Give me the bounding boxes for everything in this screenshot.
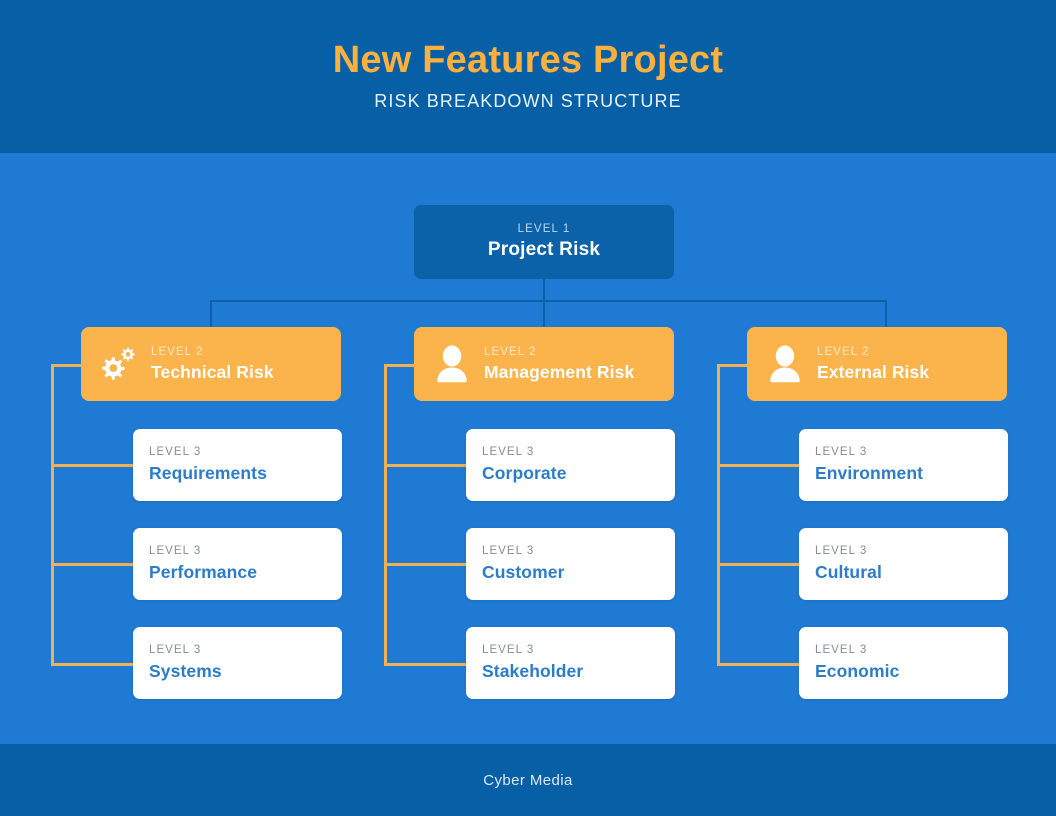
node-level3-corporate[interactable]: LEVEL 3 Corporate [466,429,675,501]
diagram-canvas: LEVEL 1 Project Risk [0,153,1056,744]
node-level3-title: Stakeholder [482,661,584,681]
node-level2-title-1: Technical Risk [151,361,274,382]
connector-col3-stub-top [717,364,749,367]
connector-col2-stub-top [384,364,416,367]
node-level3-stakeholder[interactable]: LEVEL 3 Stakeholder [466,627,675,699]
connector-root-vertical [543,279,545,301]
node-level3-title: Requirements [149,463,267,483]
node-level3-cultural[interactable]: LEVEL 3 Cultural [799,528,1008,600]
node-level3-requirements[interactable]: LEVEL 3 Requirements [133,429,342,501]
node-level3-level-label: LEVEL 3 [482,446,535,458]
node-level2-level-label-3: LEVEL 2 [817,345,870,358]
node-level3-level-label: LEVEL 3 [482,644,535,656]
node-level2-level-label-2: LEVEL 2 [484,345,537,358]
connector-branch-2-drop [543,300,545,328]
node-level2-technical-risk[interactable]: LEVEL 2 Technical Risk [81,327,341,401]
node-level1-level-label: LEVEL 1 [517,223,571,235]
node-level3-level-label: LEVEL 3 [149,644,202,656]
connector-col3-branch-2 [717,563,801,566]
connector-col1-branch-2 [51,563,135,566]
connector-col2-branch-3 [384,663,468,666]
node-level3-economic[interactable]: LEVEL 3 Economic [799,627,1008,699]
node-level3-environment[interactable]: LEVEL 3 Environment [799,429,1008,501]
node-level3-title: Economic [815,661,900,681]
node-level3-title: Customer [482,562,565,582]
poster-footer: Cyber Media [0,744,1056,816]
node-level3-title: Performance [149,562,258,582]
node-level1-project-risk[interactable]: LEVEL 1 Project Risk [414,205,674,279]
connector-root-horizontal [210,300,887,302]
connector-branch-1-drop [210,300,212,328]
node-level3-level-label: LEVEL 3 [149,545,202,557]
connector-col1-branch-1 [51,464,135,467]
node-level2-level-label-1: LEVEL 2 [151,345,204,358]
page-title: New Features Project [332,39,724,82]
node-level3-level-label: LEVEL 3 [815,446,868,458]
node-level3-performance[interactable]: LEVEL 3 Performance [133,528,342,600]
node-level3-title: Systems [149,661,222,681]
person-icon [763,342,807,386]
node-level2-title-3: External Risk [817,361,930,382]
node-level3-level-label: LEVEL 3 [815,644,868,656]
connector-col1-branch-3 [51,663,135,666]
footer-brand: Cyber Media [483,771,573,789]
gears-icon [97,342,141,386]
node-level2-management-risk[interactable]: LEVEL 2 Management Risk [414,327,674,401]
node-level2-text-block-3: LEVEL 2 External Risk [817,346,929,383]
node-level3-customer[interactable]: LEVEL 3 Customer [466,528,675,600]
node-level2-title-2: Management Risk [484,361,635,382]
node-level1-title: Project Risk [487,239,601,260]
connector-col3-branch-1 [717,464,801,467]
person-icon [430,342,474,386]
connector-col2-branch-2 [384,563,468,566]
connector-col3-vertical [717,364,720,666]
connector-col3-branch-3 [717,663,801,666]
node-level3-title: Cultural [815,562,882,582]
node-level2-text-block-2: LEVEL 2 Management Risk [484,346,634,383]
connector-branch-3-drop [885,300,887,328]
node-level3-level-label: LEVEL 3 [149,446,202,458]
connector-col2-branch-1 [384,464,468,467]
node-level2-text-block-1: LEVEL 2 Technical Risk [151,346,274,383]
poster-header: New Features Project RISK BREAKDOWN STRU… [0,0,1056,153]
node-level3-title: Environment [815,463,924,483]
node-level2-external-risk[interactable]: LEVEL 2 External Risk [747,327,1007,401]
node-level3-level-label: LEVEL 3 [482,545,535,557]
connector-col1-stub-top [51,364,83,367]
node-level3-level-label: LEVEL 3 [815,545,868,557]
connector-col2-vertical [384,364,387,666]
node-level3-title: Corporate [482,463,567,483]
connector-col1-vertical [51,364,54,666]
page-subtitle: RISK BREAKDOWN STRUCTURE [374,90,682,111]
node-level3-systems[interactable]: LEVEL 3 Systems [133,627,342,699]
